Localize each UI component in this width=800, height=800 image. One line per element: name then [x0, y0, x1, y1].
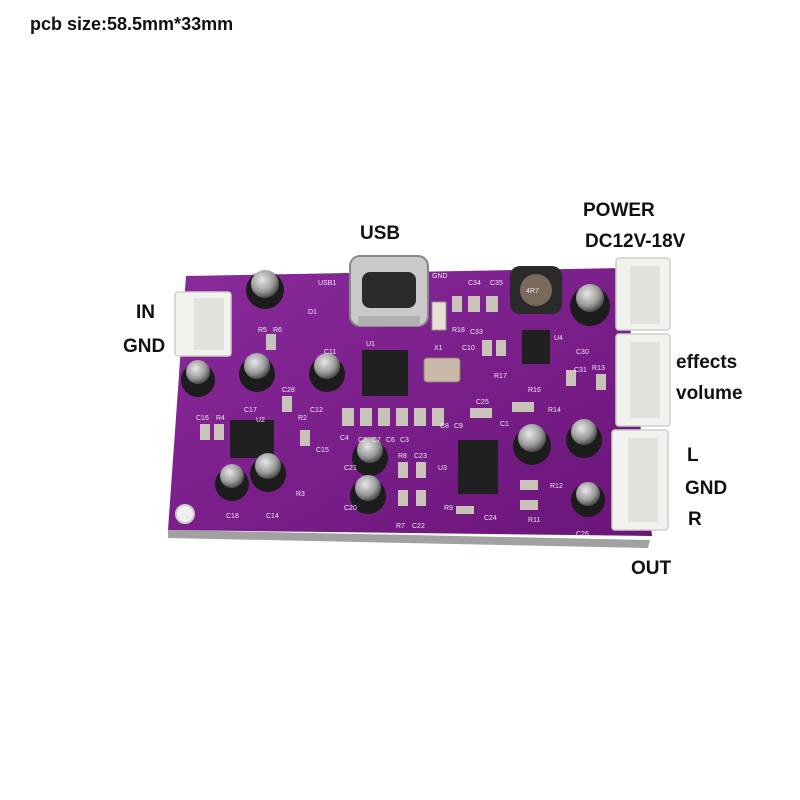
- silkscreen-r11: R11: [528, 517, 540, 524]
- power-voltage-label: DC12V-18V: [585, 231, 686, 252]
- silkscreen-r6: R6: [273, 327, 282, 334]
- silkscreen-c31: C31: [574, 367, 587, 374]
- silkscreen-c25: C25: [476, 399, 489, 406]
- silkscreen-c21: C21: [344, 465, 357, 472]
- silkscreen-gnd: GND: [432, 273, 448, 280]
- silkscreen-c8: C8: [440, 423, 449, 430]
- silkscreen-r16: R16: [528, 387, 541, 394]
- silkscreen-r3: R3: [296, 491, 305, 498]
- inductor-core: [520, 274, 552, 306]
- silkscreen-c18: C18: [226, 513, 239, 520]
- output-connector: [611, 429, 669, 531]
- silkscreen-c20: C20: [344, 505, 357, 512]
- effects-connector: [615, 333, 671, 427]
- silkscreen-u3: U3: [438, 465, 447, 472]
- volume-label: volume: [676, 383, 743, 404]
- chip-u2: [230, 420, 274, 458]
- silkscreen-c24: C24: [484, 515, 497, 522]
- usb-pins: [358, 316, 420, 326]
- silkscreen-r8: R8: [398, 453, 407, 460]
- silkscreen-c33: C33: [470, 329, 483, 336]
- silkscreen-c28: C28: [282, 387, 295, 394]
- out-label: OUT: [631, 558, 672, 579]
- silkscreen-4r7: 4R7: [526, 288, 539, 295]
- out-r-label: R: [688, 509, 702, 530]
- silkscreen-c26: C26: [576, 531, 589, 538]
- usb-label: USB: [360, 223, 401, 244]
- silkscreen-d1: D1: [308, 309, 317, 316]
- silkscreen-c17: C17: [244, 407, 257, 414]
- silkscreen-c15: C15: [316, 447, 329, 454]
- main-chip-u1: [362, 350, 408, 396]
- silkscreen-c35: C35: [490, 280, 503, 287]
- silkscreen-r9: R9: [444, 505, 453, 512]
- silkscreen-r4: R4: [216, 415, 225, 422]
- mounting-hole: [175, 504, 195, 524]
- silkscreen-r14: R14: [548, 407, 561, 414]
- out-l-label: L: [687, 445, 699, 466]
- silkscreen-c16: C16: [196, 415, 209, 422]
- silkscreen-r17: R17: [494, 373, 507, 380]
- silkscreen-c12: C12: [310, 407, 323, 414]
- power-connector: [615, 257, 671, 331]
- silkscreen-c3: C3: [400, 437, 409, 444]
- chip-u3: [458, 440, 498, 494]
- silkscreen-c14: C14: [266, 513, 279, 520]
- silkscreen-c22: C22: [412, 523, 425, 530]
- silkscreen-c9: C9: [454, 423, 463, 430]
- silkscreen-c11: C11: [324, 349, 336, 356]
- silkscreen-r13: R13: [592, 365, 605, 372]
- silkscreen-c4: C4: [340, 435, 349, 442]
- silkscreen-u1: U1: [366, 341, 375, 348]
- silkscreen-c10: C10: [462, 345, 475, 352]
- chip-u4: [522, 330, 550, 364]
- usb-c-opening: [362, 272, 416, 308]
- effects-label: effects: [676, 352, 738, 373]
- silkscreen-u2: U2: [256, 417, 265, 424]
- silkscreen-u4: U4: [554, 335, 563, 342]
- power-label: POWER: [583, 200, 655, 221]
- out-gnd-label: GND: [685, 478, 728, 499]
- silkscreen-c34: C34: [468, 280, 481, 287]
- pcb-shadow: [168, 530, 650, 548]
- silkscreen-c7: C7: [372, 437, 381, 444]
- silkscreen-r2: R2: [298, 415, 307, 422]
- input-connector: [174, 291, 232, 357]
- smd-resistor-r18: [431, 301, 447, 331]
- in-gnd-label: GND: [123, 336, 166, 357]
- silkscreen-r7: R7: [396, 523, 405, 530]
- crystal-x1: [423, 357, 461, 383]
- silkscreen-usb1: USB1: [318, 280, 336, 287]
- silkscreen-c2: C2: [358, 437, 367, 444]
- silkscreen-c6: C6: [386, 437, 395, 444]
- silkscreen-r5: R5: [258, 327, 267, 334]
- smd-components: [200, 296, 606, 514]
- silkscreen-r12: R12: [550, 483, 563, 490]
- silkscreen-c30: C30: [576, 349, 589, 356]
- in-label: IN: [136, 302, 155, 323]
- silkscreen-x1: X1: [434, 345, 443, 352]
- silkscreen-c23: C23: [414, 453, 427, 460]
- silkscreen-c1: C1: [500, 421, 509, 428]
- pcb-size-label: pcb size:58.5mm*33mm: [30, 14, 234, 34]
- capacitors: [181, 270, 610, 517]
- silkscreen-r18: R18: [452, 327, 465, 334]
